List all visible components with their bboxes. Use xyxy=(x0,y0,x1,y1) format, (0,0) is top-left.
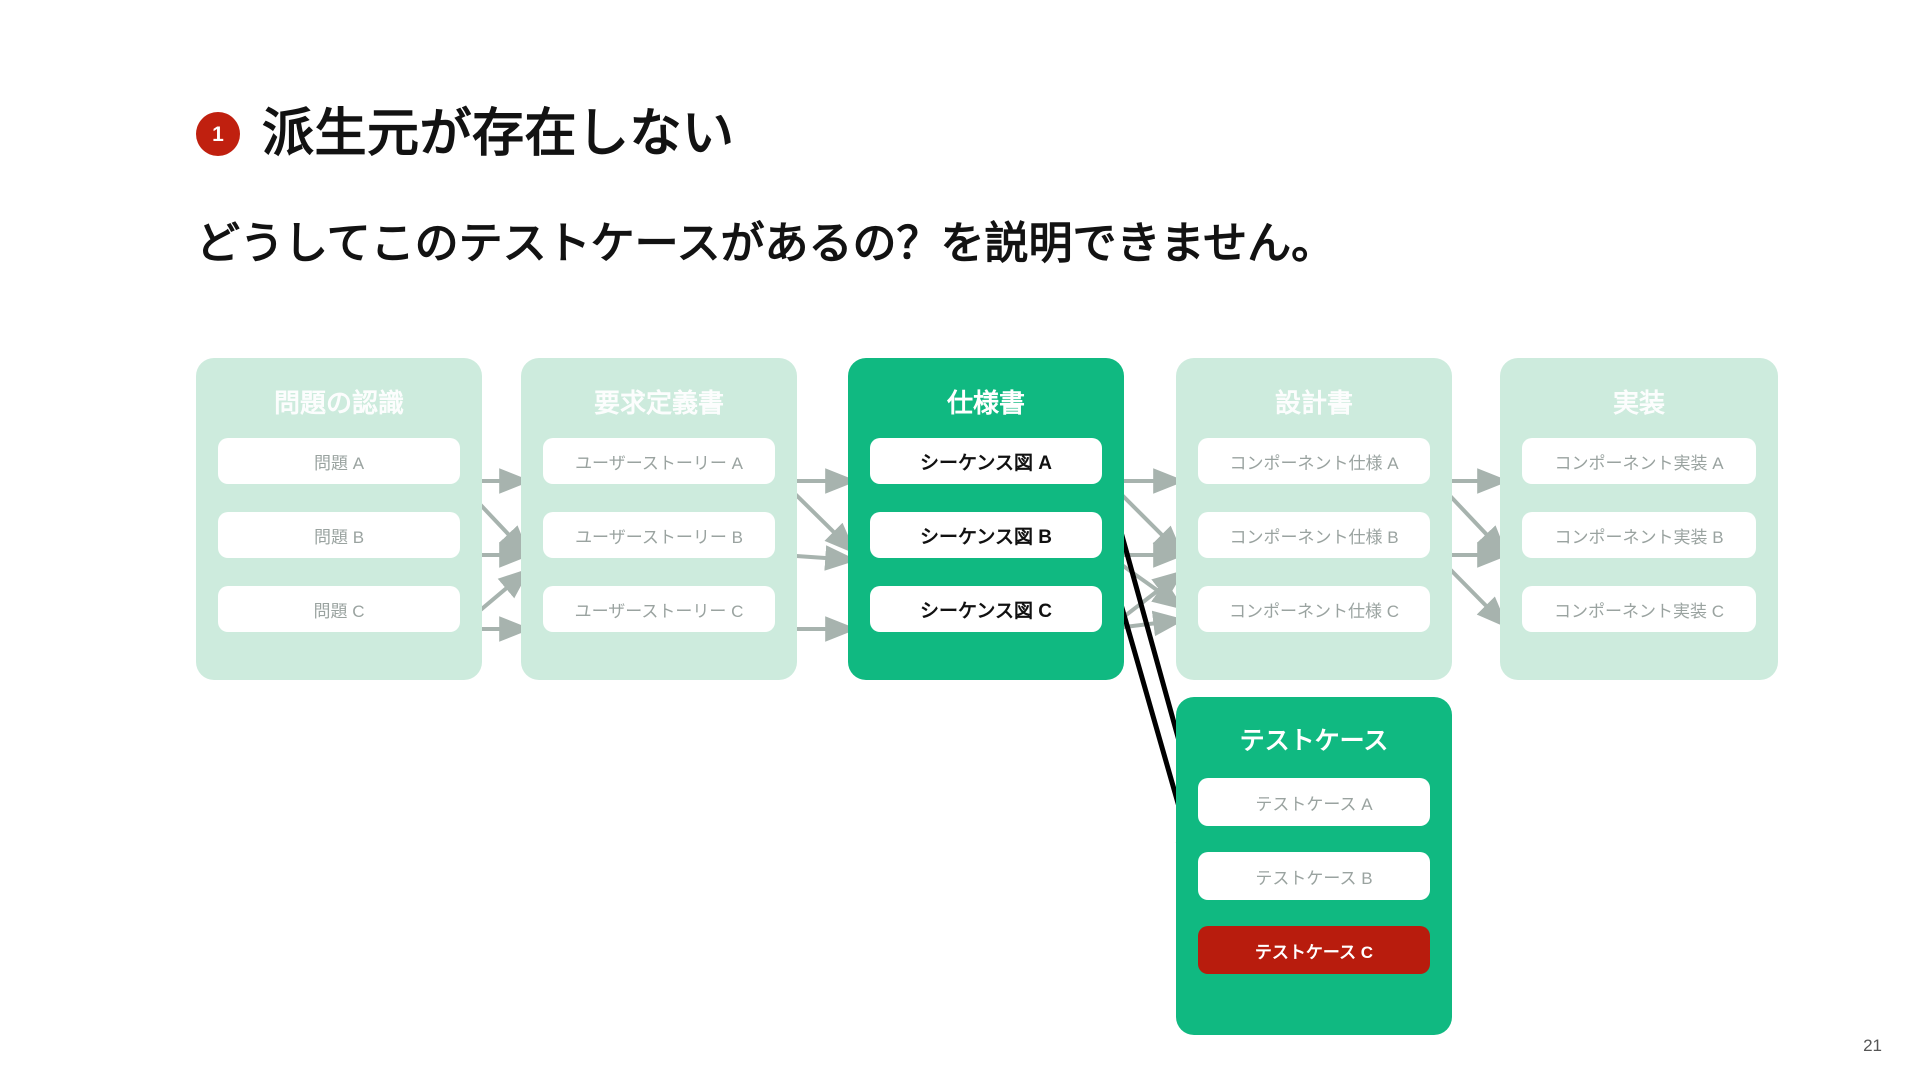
stage-title: 要求定義書 xyxy=(593,388,724,418)
slide-header: 1 派生元が存在しない xyxy=(196,108,735,160)
node-problem-a[interactable]: 問題 A xyxy=(218,438,460,484)
stage-test-cases: テストケース テストケース A テストケース B テストケース C xyxy=(1176,697,1452,1035)
node-test-case-c[interactable]: テストケース C xyxy=(1198,926,1430,974)
page-title: 派生元が存在しない xyxy=(262,105,735,163)
node-user-story-b[interactable]: ユーザーストーリー B xyxy=(543,512,775,558)
stage-title: テストケース xyxy=(1239,727,1389,755)
node-problem-b[interactable]: 問題 B xyxy=(218,512,460,558)
node-user-story-a[interactable]: ユーザーストーリー A xyxy=(543,438,775,484)
node-component-impl-c[interactable]: コンポーネント実装 C xyxy=(1522,586,1756,632)
node-component-spec-b[interactable]: コンポーネント仕様 B xyxy=(1198,512,1430,558)
slide-subtitle: どうしてこのテストケースがあるの？を説明できません。 xyxy=(196,219,1336,268)
node-component-spec-c[interactable]: コンポーネント仕様 C xyxy=(1198,586,1430,632)
node-test-case-b[interactable]: テストケース B xyxy=(1198,852,1430,900)
page-number: 21 xyxy=(1863,1036,1882,1055)
node-user-story-c[interactable]: ユーザーストーリー C xyxy=(543,586,775,632)
stage-title: 設計書 xyxy=(1274,388,1353,418)
stage-title: 実装 xyxy=(1612,388,1665,418)
node-component-impl-a[interactable]: コンポーネント実装 A xyxy=(1522,438,1756,484)
node-component-spec-a[interactable]: コンポーネント仕様 A xyxy=(1198,438,1430,484)
stage-problem-recognition: 問題の認識 問題 A 問題 B 問題 C xyxy=(196,358,482,680)
node-sequence-diagram-b[interactable]: シーケンス図 B xyxy=(870,512,1102,558)
stage-title: 仕様書 xyxy=(946,388,1025,418)
stage-title: 問題の認識 xyxy=(273,388,404,418)
node-problem-c[interactable]: 問題 C xyxy=(218,586,460,632)
node-component-impl-b[interactable]: コンポーネント実装 B xyxy=(1522,512,1756,558)
node-test-case-a[interactable]: テストケース A xyxy=(1198,778,1430,826)
stage-requirements: 要求定義書 ユーザーストーリー A ユーザーストーリー B ユーザーストーリー … xyxy=(521,358,797,680)
stage-specification: 仕様書 シーケンス図 A シーケンス図 B シーケンス図 C xyxy=(848,358,1124,680)
step-number-badge: 1 xyxy=(196,112,240,156)
node-sequence-diagram-a[interactable]: シーケンス図 A xyxy=(870,438,1102,484)
stage-implementation: 実装 コンポーネント実装 A コンポーネント実装 B コンポーネント実装 C xyxy=(1500,358,1778,680)
stage-design: 設計書 コンポーネント仕様 A コンポーネント仕様 B コンポーネント仕様 C xyxy=(1176,358,1452,680)
node-sequence-diagram-c[interactable]: シーケンス図 C xyxy=(870,586,1102,632)
